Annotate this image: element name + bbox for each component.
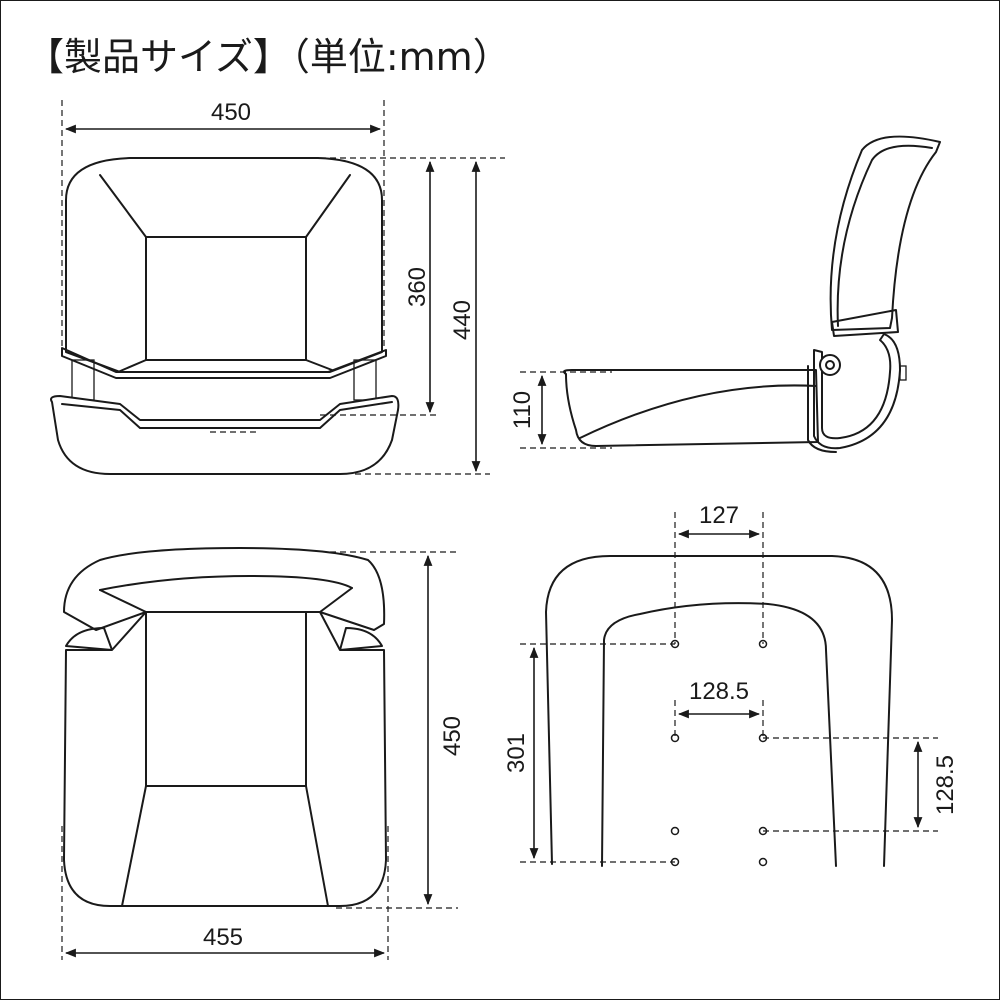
top-depth-label: 450 xyxy=(439,716,466,756)
front-width-label: 450 xyxy=(211,99,251,126)
hole-spacing-top-label: 127 xyxy=(699,502,739,529)
mounting-bracket xyxy=(545,555,893,867)
top-view-dimensions xyxy=(61,551,458,960)
mounting-holes xyxy=(670,639,768,867)
side-view-dimensions xyxy=(520,371,612,449)
backrest-height-label: 360 xyxy=(404,267,431,307)
bracket-dimensions xyxy=(520,512,938,863)
bottom-width-label: 455 xyxy=(203,924,243,951)
hole-spacing-mid-label: 128.5 xyxy=(689,678,749,705)
front-view-dimensions xyxy=(61,100,505,475)
hole-spacing-vertical-label: 128.5 xyxy=(932,755,959,815)
side-view-seat xyxy=(563,135,941,453)
seat-height-side-label: 110 xyxy=(509,391,536,429)
page-title: 【製品サイズ】（単位:mm） xyxy=(26,35,511,79)
mount-length-label: 301 xyxy=(503,733,530,773)
top-view-seat xyxy=(63,547,387,907)
total-height-label: 440 xyxy=(449,300,476,340)
front-view-seat xyxy=(50,157,400,475)
